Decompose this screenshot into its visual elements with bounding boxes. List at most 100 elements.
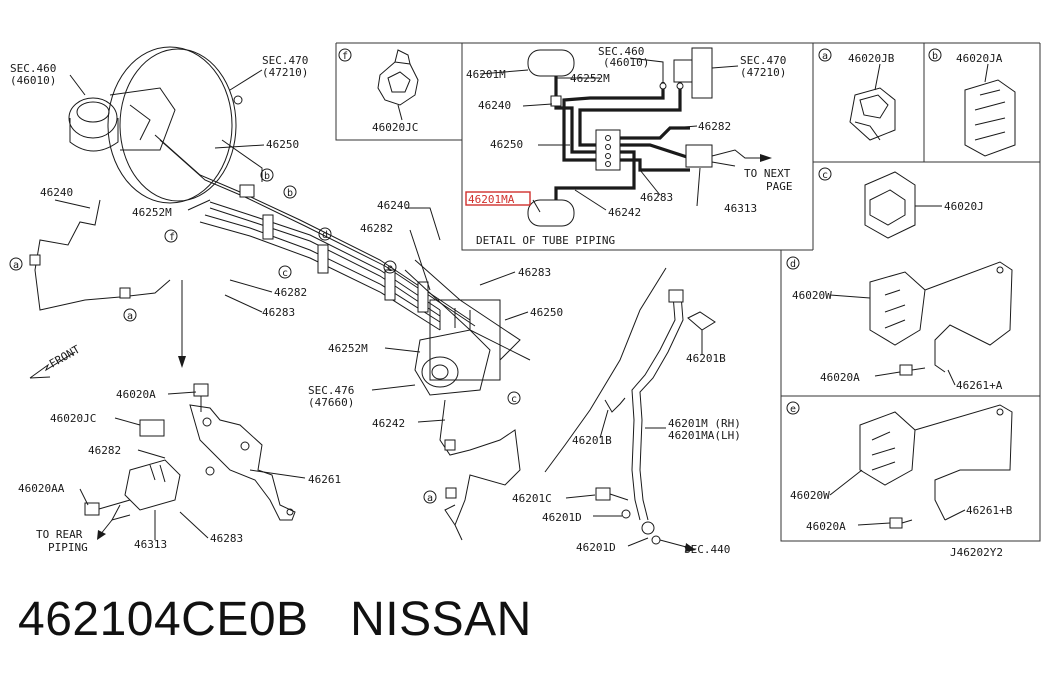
panel-letter-e: e	[790, 404, 796, 415]
callout-a: a	[427, 493, 433, 504]
label-sec460: SEC.460	[10, 62, 56, 75]
label-detail-46252M: 46252M	[570, 72, 610, 85]
label-panel-f-part: 46020JC	[372, 121, 418, 134]
label-46250-top: 46250	[266, 138, 299, 151]
label-46282-low: 46282	[88, 444, 121, 457]
callout-b: b	[287, 188, 293, 199]
callout-e: e	[387, 263, 393, 274]
panel-d-drawing	[869, 261, 1013, 376]
label-detail-46313: 46313	[724, 202, 757, 215]
label-46201D-1: 46201D	[542, 511, 582, 524]
panel-letter-b: b	[932, 51, 938, 62]
main-labels: SEC.460 (46010) SEC.470 (47210) 46250 46…	[10, 54, 741, 556]
panel-frames	[335, 42, 1041, 542]
diagram-code: J46202Y2	[950, 546, 1003, 559]
callout-f: f	[169, 232, 175, 243]
label-sec476-code: (47660)	[308, 396, 354, 409]
label-detail-46283: 46283	[640, 191, 673, 204]
panel-letter-c: c	[822, 170, 828, 181]
panel-letter-a: a	[822, 51, 828, 62]
label-sec460-code: (46010)	[10, 74, 56, 87]
label-detail-46201MA: 46201MA	[468, 193, 515, 206]
label-detail-sec460-code: (46010)	[603, 56, 649, 69]
label-46201MA-lh: 46201MA(LH)	[668, 429, 741, 442]
label-46313: 46313	[134, 538, 167, 551]
main-brake-lines	[154, 134, 476, 331]
label-detail-46240: 46240	[478, 99, 511, 112]
label-46252M-top: 46252M	[132, 206, 172, 219]
label-front: FRONT	[47, 343, 83, 371]
label-46283-right: 46283	[518, 266, 551, 279]
label-sec470: SEC.470	[262, 54, 308, 67]
callout-a: a	[13, 260, 19, 271]
leader-lines	[54, 57, 989, 547]
label-to-rear-1: TO REAR	[36, 528, 83, 541]
label-detail-to-next-2: PAGE	[766, 180, 793, 193]
left-brake-line	[29, 199, 171, 311]
detail-labels: 46201M SEC.460 (46010) SEC.470 (47210) 4…	[466, 45, 793, 247]
callout-d: d	[322, 230, 328, 241]
label-46252M-mid: 46252M	[328, 342, 368, 355]
footer-brand: NISSAN	[350, 593, 532, 646]
label-detail-sec470: SEC.470	[740, 54, 786, 67]
panel-b-clip-drawing	[964, 79, 1016, 157]
label-detail-sec470-code: (47210)	[740, 66, 786, 79]
callout-b: b	[264, 171, 270, 182]
label-46283-left: 46283	[262, 306, 295, 319]
panel-c-clip-drawing	[864, 171, 916, 239]
label-sec470-code: (47210)	[262, 66, 308, 79]
footer-part-number: 462104CE0B	[18, 593, 309, 646]
rear-brake-line	[439, 399, 521, 541]
label-46240-mid: 46240	[377, 199, 410, 212]
abs-actuator	[404, 259, 531, 396]
panel-letter-d: d	[790, 259, 796, 270]
label-panel-b-part: 46020JA	[956, 52, 1003, 65]
footer-caption: 462104CE0B NISSAN	[18, 596, 532, 644]
label-detail-46242: 46242	[608, 206, 641, 219]
label-46020A: 46020A	[116, 388, 156, 401]
label-46283-low: 46283	[210, 532, 243, 545]
label-detail-46250: 46250	[490, 138, 523, 151]
callout-c: c	[282, 268, 288, 279]
callout-letters: b b f c d e a a c a f a b c d e	[13, 51, 938, 504]
label-46242: 46242	[372, 417, 405, 430]
label-46250-mid: 46250	[530, 306, 563, 319]
panel-a-clip-drawing	[849, 87, 896, 141]
label-panel-e-main: 46020W	[790, 489, 830, 502]
callout-a: a	[127, 311, 133, 322]
label-46282-left: 46282	[274, 286, 307, 299]
label-46020JC: 46020JC	[50, 412, 96, 425]
label-46282-mid: 46282	[360, 222, 393, 235]
label-46201B-top: 46201B	[686, 352, 726, 365]
label-46261: 46261	[308, 473, 341, 486]
label-sec440: SEC.440	[684, 543, 730, 556]
label-46201B-mid: 46201B	[572, 434, 612, 447]
label-panel-e-bracket: 46261+B	[966, 504, 1013, 517]
label-detail-46201M: 46201M	[466, 68, 506, 81]
label-46240-left: 46240	[40, 186, 73, 199]
label-detail-sec460: SEC.460	[598, 45, 644, 58]
label-46201D-2: 46201D	[576, 541, 616, 554]
label-panel-d-bolt: 46020A	[820, 371, 860, 384]
panel-f-clip-drawing	[377, 49, 419, 106]
label-sec476: SEC.476	[308, 384, 354, 397]
panel-letter-f: f	[342, 51, 348, 62]
label-panel-c-part: 46020J	[944, 200, 984, 213]
highlight-box	[465, 191, 531, 206]
label-detail-46282: 46282	[698, 120, 731, 133]
label-46201C: 46201C	[512, 492, 552, 505]
tube-piping-detail	[527, 47, 772, 227]
abs-bracket-assembly	[84, 383, 296, 521]
label-panel-a-part: 46020JB	[848, 52, 895, 65]
label-panel-d-bracket: 46261+A	[956, 379, 1003, 392]
label-46201M-rh: 46201M (RH)	[668, 417, 741, 430]
callout-circles	[9, 48, 942, 504]
label-46020AA: 46020AA	[18, 482, 65, 495]
label-detail-to-next-1: TO NEXT	[744, 167, 791, 180]
brake-booster-assembly	[68, 46, 263, 204]
direction-arrows	[29, 280, 696, 552]
brake-hose	[544, 267, 716, 545]
callout-c: c	[511, 394, 517, 405]
label-panel-d-main: 46020W	[792, 289, 832, 302]
